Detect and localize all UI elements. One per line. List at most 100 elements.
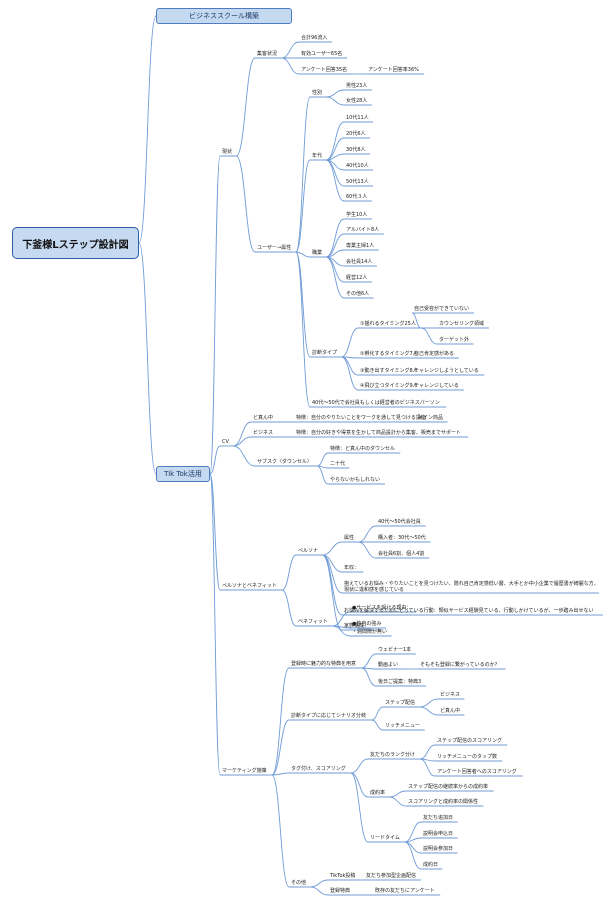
link-shokugyo-j6: [325, 256, 345, 299]
node-lead[interactable]: リードタイム: [370, 835, 400, 841]
node-t4a[interactable]: チャレンジしている: [414, 383, 459, 389]
link-sonota-toroku-tokuten: [310, 886, 329, 896]
node-a40[interactable]: 40代10人: [346, 163, 369, 169]
link-pb-persona: [281, 554, 297, 591]
node-genjo[interactable]: 現状: [222, 149, 233, 155]
node-t3a[interactable]: チャレンジしようとしている: [414, 368, 479, 374]
node-j2[interactable]: アルバイト8人: [346, 227, 380, 233]
node-k1[interactable]: 合計96流入: [301, 35, 328, 41]
node-a10[interactable]: 10代11人: [346, 115, 369, 121]
node-step-b[interactable]: ど真ん中: [440, 708, 461, 714]
node-rank-a[interactable]: ステップ配信のスコアリング: [437, 738, 503, 744]
node-lead-b[interactable]: 説明会申込日: [423, 831, 454, 837]
node-b2[interactable]: ●独自の強み: [352, 621, 382, 627]
node-kazoku[interactable]: 家族構成：: [344, 623, 370, 629]
node-daishin[interactable]: ど真ん中: [253, 415, 274, 421]
link-step-step-b: [419, 706, 439, 716]
node-biz-a[interactable]: 特徴：自分の好きや得意を生かして商品設計から集客、販売までサポート: [296, 430, 461, 436]
node-k3a[interactable]: アンケート回答率36%: [368, 67, 419, 73]
node-step-a[interactable]: ビジネス: [440, 692, 461, 698]
node-tiktok-post-a[interactable]: 友だち参加型企画配信: [366, 873, 417, 879]
node-doga[interactable]: 動画よい: [378, 662, 399, 668]
node-lead-c[interactable]: 説明会参加日: [423, 846, 454, 852]
link-tag-lead: [350, 772, 369, 843]
node-step[interactable]: ステップ配信: [385, 700, 416, 706]
node-nenshu[interactable]: 年収：: [344, 565, 360, 571]
node-webinar[interactable]: ウェビナー1本: [378, 647, 412, 653]
node-j5[interactable]: 経営12人: [346, 275, 368, 281]
node-a20[interactable]: 20代6人: [346, 131, 366, 137]
node-t1[interactable]: ①揺れるタイミング25人: [360, 321, 416, 327]
node-nayami[interactable]: 抱えているお悩み・やりたいことを見つけたい、隠れ自己肯定感低い層、大手とか中小企…: [344, 581, 599, 593]
tiktok-branch[interactable]: Tik Tok活用: [156, 466, 210, 482]
node-lead-a[interactable]: 友だち追加日: [423, 815, 454, 821]
node-sub-a[interactable]: 特徴：ど真ん中のダウンセル: [330, 446, 396, 452]
node-t1c[interactable]: ターゲット外: [439, 337, 470, 343]
node-kodo[interactable]: お悩みを解決するためにとっている行動：類似サービス経験見ている、行動しかけている…: [344, 608, 594, 614]
node-z1[interactable]: 40代〜50代会社員: [378, 519, 421, 525]
link-user-seibetsu: [295, 96, 311, 253]
node-shindan[interactable]: 診断タイプ: [312, 350, 338, 356]
node-tiktok-post[interactable]: TikTok投稿: [330, 873, 356, 879]
node-b1[interactable]: ●サービスを受ける理由：: [352, 605, 412, 611]
node-k3[interactable]: アンケート回答35名: [301, 67, 348, 73]
link-t1-t1a: [411, 312, 422, 329]
node-j1[interactable]: 学生10人: [346, 212, 368, 218]
node-m[interactable]: 男性23人: [346, 83, 368, 89]
node-k2[interactable]: 有効ユーザー65名: [301, 51, 343, 57]
node-tag[interactable]: タグ付け、スコアリング: [291, 766, 346, 772]
node-atogoteian[interactable]: 後日ご提案：特典3: [378, 679, 422, 685]
node-zokusei[interactable]: 属性: [344, 535, 355, 541]
school-branch[interactable]: ビジネススクール構築: [156, 8, 292, 24]
node-rich[interactable]: リッチメニュー: [385, 723, 421, 729]
node-user[interactable]: ユーザー→属性: [257, 245, 292, 251]
node-biz[interactable]: ビジネス: [253, 430, 274, 436]
node-persona[interactable]: ペルソナ: [298, 548, 319, 554]
node-a60[interactable]: 60代３人: [346, 194, 368, 200]
node-sub-c[interactable]: やらないかもしれない: [330, 477, 381, 483]
node-cv[interactable]: CV: [222, 439, 229, 445]
node-t1a[interactable]: 自己受容ができていない: [414, 306, 470, 312]
node-toroku-tokuten-a[interactable]: 既存の友だちにアンケート: [375, 888, 435, 894]
node-scenario[interactable]: 診断タイプに応じてシナリオ分岐: [291, 713, 367, 719]
node-a50[interactable]: 50代13人: [346, 179, 369, 185]
node-t2a[interactable]: 自己肯定感がある: [414, 351, 455, 357]
node-sub-b[interactable]: 二十代: [330, 461, 346, 467]
node-doga-a[interactable]: そもそも登録に繋がっているのか？: [420, 662, 500, 668]
node-lead-d[interactable]: 成約日: [423, 862, 439, 868]
node-rank-b[interactable]: リッチメニューのタップ数: [437, 754, 498, 760]
link-rank-rank-a: [419, 744, 436, 760]
node-kyaku[interactable]: 集客状況: [257, 51, 278, 57]
node-t4[interactable]: ④飛び立つタイミング9人: [360, 383, 418, 389]
node-rank-c[interactable]: アンケート回答者へのスコアリング: [437, 769, 517, 775]
root-topic[interactable]: 下釜様Lステップ設計図: [12, 227, 139, 259]
node-mkt[interactable]: マーケティング施策: [222, 768, 267, 774]
node-j6[interactable]: その他6人: [346, 291, 370, 297]
node-t2[interactable]: ②孵化するタイミング7人: [360, 351, 418, 357]
node-toroku-tokuten[interactable]: 登録特典: [330, 888, 351, 894]
node-seiyaku[interactable]: 成約率: [370, 790, 386, 796]
node-toroku[interactable]: 登録時に魅力的な特典を用意: [291, 661, 357, 667]
node-shokugyo[interactable]: 職業: [312, 250, 323, 256]
node-t1b[interactable]: カウンセリング領域: [439, 321, 485, 327]
node-z3[interactable]: 会社員6割、個人4割: [378, 551, 425, 557]
node-seibetsu[interactable]: 性別: [312, 90, 323, 96]
node-persona40[interactable]: 40代〜50代で会社員もしくは経営者のビジネスパーソン: [312, 400, 440, 406]
node-j3[interactable]: 専業主婦1人: [346, 243, 375, 249]
node-b3[interactable]: ・週間隙が無い: [352, 629, 388, 635]
node-seiyaku-a[interactable]: ステップ配信の継続率からの成約率: [408, 784, 489, 790]
node-seiyaku-b[interactable]: スコアリングと成約率の関係性: [408, 799, 479, 805]
node-t3[interactable]: ③動き出すタイミング8人: [360, 368, 418, 374]
node-rank[interactable]: 友だちのランク分け: [370, 752, 416, 758]
node-main[interactable]: メイン商品: [418, 415, 444, 421]
node-benefit[interactable]: ベネフィット: [298, 619, 328, 625]
node-a30[interactable]: 30代8人: [346, 147, 366, 153]
node-pb[interactable]: ペルソナとベネフィット: [222, 583, 277, 589]
node-nendai[interactable]: 年代: [312, 153, 323, 159]
node-z2[interactable]: 購入者：30代〜50代: [378, 535, 426, 541]
node-f[interactable]: 女性28人: [346, 98, 368, 104]
node-sub[interactable]: サブスク（ダウンセル）: [257, 459, 313, 465]
node-j4[interactable]: 会社員14人: [346, 259, 373, 265]
node-daishin-a[interactable]: 特徴：自分のやりたいことをワークを通して見つける講座: [296, 415, 426, 421]
node-sonota[interactable]: その他: [291, 880, 307, 886]
